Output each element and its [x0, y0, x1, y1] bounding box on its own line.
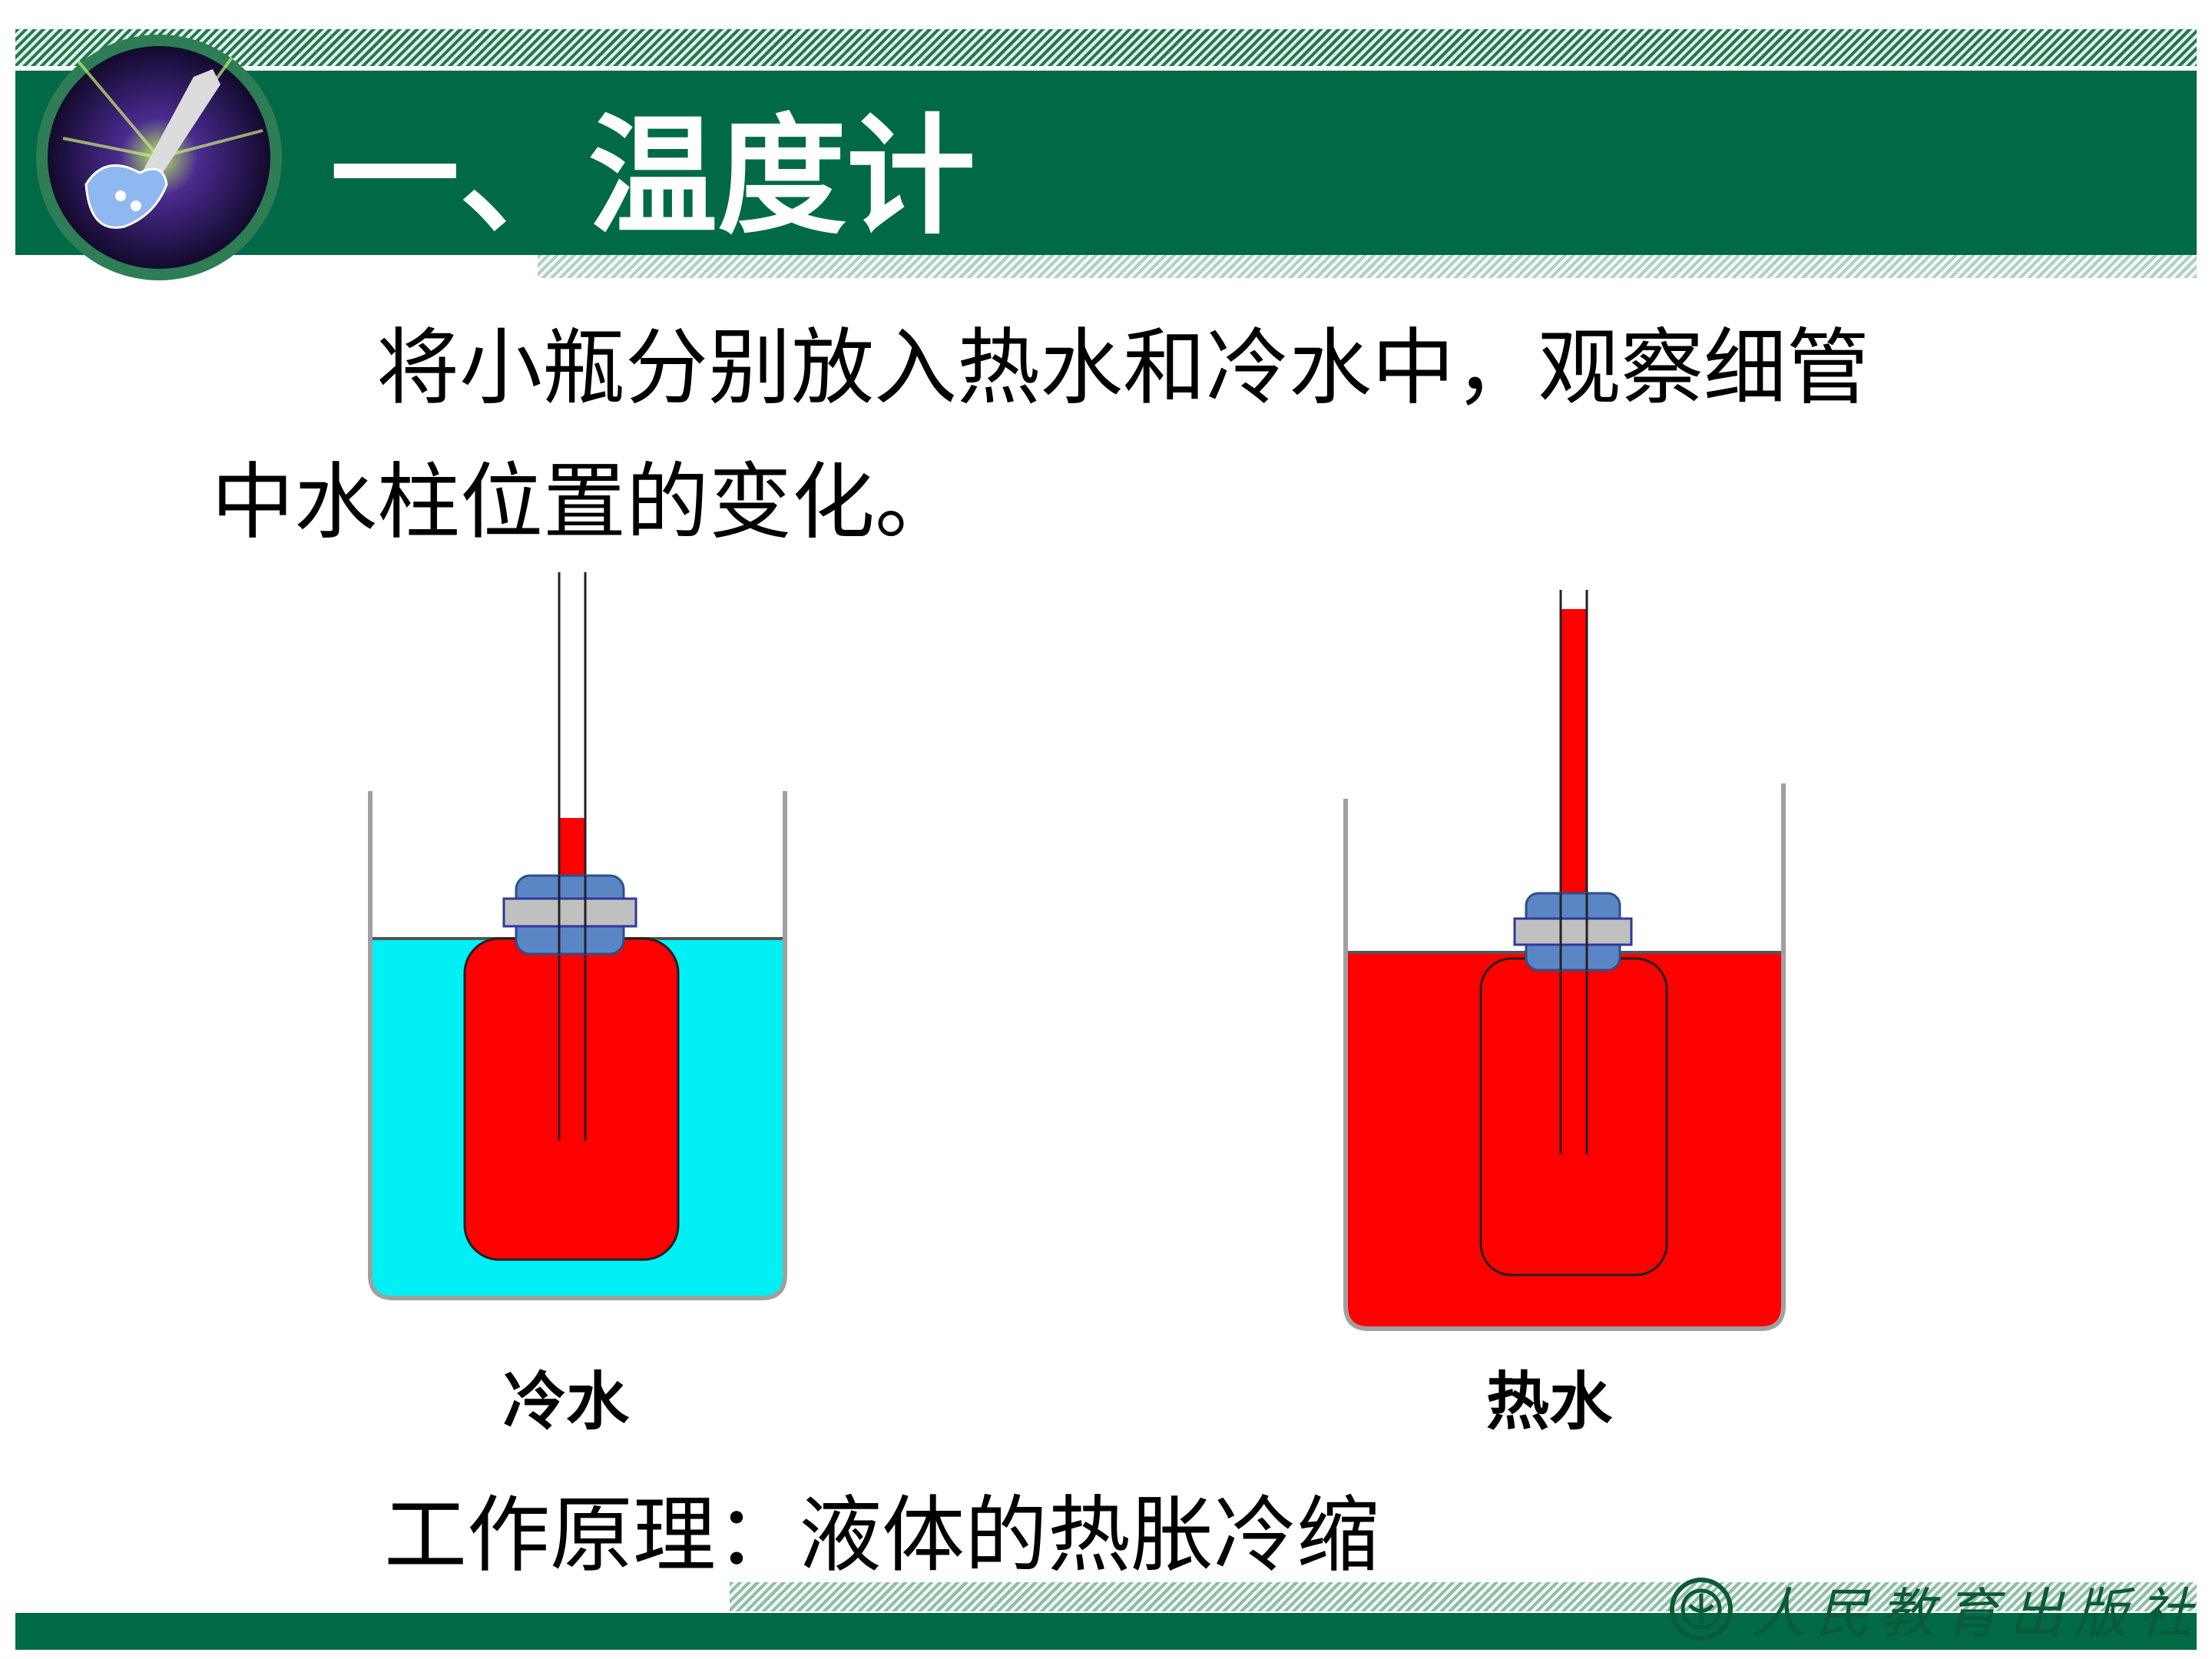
- pep-emblem-icon: [1670, 1578, 1733, 1641]
- footer-band: [15, 1613, 2197, 1650]
- instruction-line-1: 将小瓶分别放入热水和冷水中，观察细管: [376, 320, 1870, 416]
- working-principle-text: 工作原理：液体的热胀冷缩: [384, 1488, 1380, 1584]
- cold-stopper: [502, 874, 637, 955]
- cold-water-label: 冷水: [503, 1365, 630, 1439]
- instruction-line-2: 中水柱位置的变化。: [211, 455, 959, 551]
- slide-title: 一、温度计: [330, 101, 975, 252]
- cold-tube: [558, 572, 587, 1141]
- publisher-logo: 人民教育出版社: [1667, 1571, 2203, 1647]
- top-decor-stripe: [15, 29, 2197, 66]
- hot-tube: [1559, 590, 1588, 1154]
- bottom-decor-stripe: [730, 1582, 2197, 1611]
- publisher-name: 人民教育出版社: [1751, 1581, 2203, 1645]
- hot-water-label: 热水: [1486, 1365, 1613, 1439]
- header-decor-stripe: [538, 255, 2197, 278]
- header-band: [15, 71, 2197, 255]
- hot-stopper: [1513, 892, 1633, 972]
- guitar-icon: [36, 35, 282, 280]
